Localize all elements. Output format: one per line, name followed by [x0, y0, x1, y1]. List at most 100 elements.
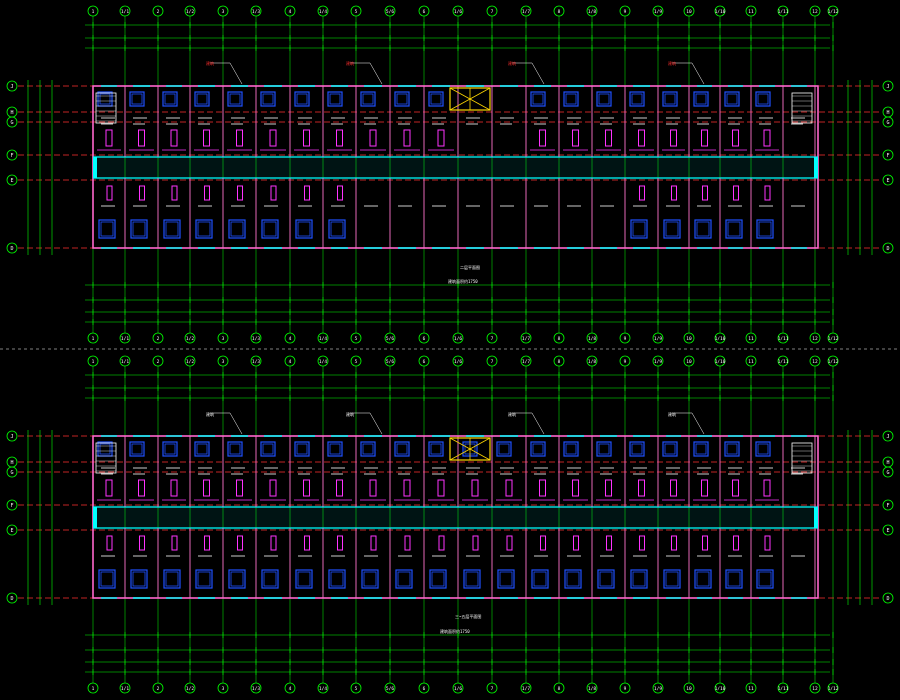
bathroom-fixture — [438, 535, 445, 551]
bathroom-fixture — [670, 479, 677, 497]
furniture-north — [327, 441, 343, 457]
row-bubble-left — [6, 116, 18, 128]
bathroom-fixture — [106, 185, 113, 201]
row-bubble-left — [6, 592, 18, 604]
furniture-inner — [758, 221, 772, 237]
axis-label-top: 1/4 — [319, 359, 327, 365]
bathroom-fixture — [701, 129, 708, 147]
furniture-inner — [297, 571, 311, 587]
bathroom-fixture — [638, 479, 645, 497]
furniture-north — [496, 441, 512, 457]
row-bubble-right — [882, 174, 894, 186]
tag-leader — [350, 62, 383, 85]
corridor-band — [93, 155, 818, 180]
axis-label-bottom: 1 — [92, 686, 95, 692]
axis-label-top: 7 — [491, 9, 494, 15]
furniture-north — [530, 441, 546, 457]
furniture-south — [261, 219, 279, 239]
axis-label-top: 12 — [812, 359, 818, 365]
furniture-north — [360, 441, 376, 457]
plan-upper-title: 二层平面图 — [460, 265, 480, 270]
bathroom-fixture — [437, 129, 445, 147]
corridor-end-right — [814, 157, 818, 178]
corridor-band — [93, 505, 818, 530]
bathroom-fixture — [670, 129, 677, 147]
axis-label-top: 1/7 — [522, 9, 530, 15]
row-label-right: J — [886, 84, 889, 90]
furniture-inner — [230, 571, 244, 587]
axis-label-bottom: 5/6 — [386, 686, 394, 692]
furniture-south — [497, 569, 515, 589]
furniture-north — [394, 91, 410, 107]
axis-label-bottom: 1/2 — [186, 336, 194, 342]
axis-label-bottom: 1/3 — [252, 686, 260, 692]
axis-label-bottom: 5 — [355, 336, 358, 342]
axis-label-top: 7 — [491, 359, 494, 365]
bathroom-fixture — [270, 185, 277, 201]
furniture-inner — [296, 443, 308, 455]
bathroom-fixture — [237, 185, 243, 201]
bathroom-fixture — [139, 535, 145, 551]
plan-lower-caption: 建筑面积约1750 — [440, 629, 470, 634]
furniture-north — [194, 91, 210, 107]
axis-label-bottom: 2 — [157, 336, 160, 342]
plan-lower-tag-1: 建筑 — [206, 412, 214, 417]
axis-label-top: 12 — [812, 9, 818, 15]
furniture-inner — [664, 443, 676, 455]
furniture-south — [130, 219, 148, 239]
axis-label-bottom: 1/4 — [319, 686, 327, 692]
furniture-north — [563, 91, 579, 107]
furniture-south — [756, 569, 774, 589]
axis-label-bottom: 1/1 — [121, 686, 129, 692]
furniture-south — [261, 569, 279, 589]
row-label-right: J — [886, 434, 889, 440]
axis-label-bottom: 5 — [355, 686, 358, 692]
furniture-north — [596, 91, 612, 107]
bathroom-fixture — [539, 479, 546, 497]
furniture-south — [163, 219, 181, 239]
tag-leader — [512, 412, 545, 435]
furniture-north — [629, 91, 645, 107]
axis-label-bottom: 7 — [491, 686, 494, 692]
row-label-left: H — [10, 460, 13, 466]
axis-label-bottom: 1/7 — [522, 336, 530, 342]
axis-label-top: 10 — [686, 359, 692, 365]
furniture-inner — [498, 443, 510, 455]
bathroom-fixture — [269, 129, 277, 147]
furniture-inner — [665, 571, 679, 587]
bathroom-fixture — [236, 129, 243, 147]
bathroom-fixture — [764, 185, 771, 201]
axis-label-bottom: 10 — [686, 686, 692, 692]
furniture-inner — [565, 443, 577, 455]
furniture-inner — [632, 571, 646, 587]
furniture-inner — [229, 443, 241, 455]
plan-lower-tag-3: 建筑 — [508, 412, 516, 417]
furniture-north — [360, 91, 376, 107]
row-label-right: G — [886, 470, 889, 476]
axis-label-bottom: 1/6 — [454, 336, 462, 342]
axis-label-bottom: 8 — [558, 336, 561, 342]
row-bubble-left — [6, 499, 18, 511]
furniture-inner — [757, 93, 769, 105]
axis-label-bottom: 12 — [812, 336, 818, 342]
row-label-right: G — [886, 120, 889, 126]
plan-upper-tag-2: 建筑 — [346, 61, 354, 66]
axis-label-top: 8 — [558, 359, 561, 365]
furniture-south — [663, 219, 681, 239]
row-label-left: F — [10, 153, 13, 159]
axis-label-top: 1/1 — [121, 9, 129, 15]
bathroom-fixture — [702, 535, 708, 551]
furniture-inner — [632, 221, 646, 237]
corridor-end-right — [814, 507, 818, 528]
axis-label-bottom: 4 — [289, 336, 292, 342]
bathroom-fixture — [763, 129, 771, 147]
axis-label-top: 5 — [355, 9, 358, 15]
row-label-left: J — [10, 434, 13, 440]
furniture-north — [129, 441, 145, 457]
furniture-inner — [297, 221, 311, 237]
bathroom-fixture — [106, 535, 113, 551]
axis-label-bottom: 7 — [491, 336, 494, 342]
bathroom-fixture — [638, 129, 645, 147]
axis-label-top: 1/10 — [715, 359, 726, 365]
furniture-inner — [696, 571, 710, 587]
